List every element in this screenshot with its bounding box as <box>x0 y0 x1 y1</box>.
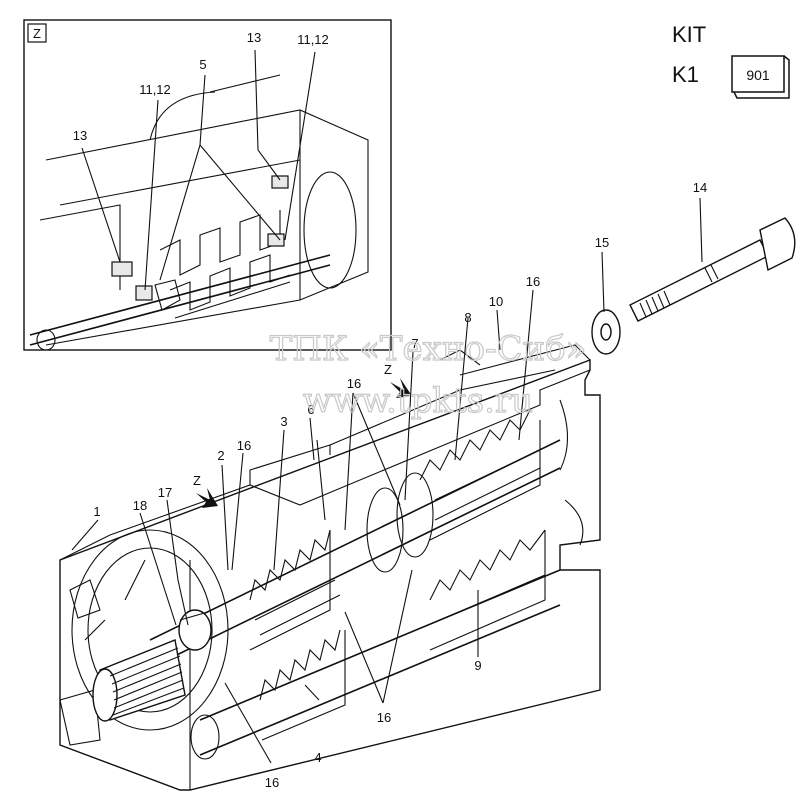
direction-marker-z-upper: Z <box>384 362 412 398</box>
detail-callout-11-12-right: 11,12 <box>297 32 329 47</box>
kit-code: 901 <box>746 67 770 83</box>
detail-callout-13-right: 13 <box>247 30 261 45</box>
callout-1: 1 <box>93 504 100 519</box>
callout-17: 17 <box>158 485 172 500</box>
svg-text:Z: Z <box>384 362 392 377</box>
callout-8: 8 <box>464 310 471 325</box>
kit-label: KIT <box>672 22 706 47</box>
washer <box>591 309 621 355</box>
callout-2: 2 <box>217 448 224 463</box>
kit-code-box: 901 <box>731 55 790 99</box>
detail-view-z: Z 13 11,12 5 11,12 13 <box>23 19 392 351</box>
callout-16-right: 16 <box>526 274 540 289</box>
callout-4: 4 <box>314 750 321 765</box>
leader-lines <box>71 197 703 764</box>
callout-16-lower-center: 16 <box>377 710 391 725</box>
callout-labels: 1 2 3 4 6 7 8 9 10 14 15 16 16 16 16 16 … <box>93 180 707 790</box>
bolt <box>629 217 796 322</box>
callout-6: 6 <box>307 402 314 417</box>
detail-callout-13-left: 13 <box>73 128 87 143</box>
splined-input-shaft <box>92 639 186 722</box>
detail-callout-5: 5 <box>199 57 206 72</box>
callout-15: 15 <box>595 235 609 250</box>
callout-14: 14 <box>693 180 707 195</box>
watermark: ТПК «Техно-Сиб» www.tpkts.ru <box>269 328 587 421</box>
callout-7: 7 <box>411 336 418 351</box>
callout-18: 18 <box>133 498 147 513</box>
watermark-company: ТПК «Техно-Сиб» <box>270 329 587 369</box>
callout-16-center: 16 <box>347 376 361 391</box>
svg-text:Z: Z <box>193 473 201 488</box>
detail-view-letter: Z <box>33 26 41 41</box>
watermark-url: www.tpkts.ru <box>303 381 533 421</box>
callout-3: 3 <box>280 414 287 429</box>
k1-label: K1 <box>672 62 699 87</box>
callout-10: 10 <box>489 294 503 309</box>
callout-9: 9 <box>474 658 481 673</box>
direction-marker-z-lower: Z <box>193 473 218 508</box>
lower-gear-shaft <box>190 529 561 760</box>
callout-16-lower-left: 16 <box>265 775 279 790</box>
detail-callout-11-12-left: 11,12 <box>139 82 171 97</box>
callout-16-left: 16 <box>237 438 251 453</box>
